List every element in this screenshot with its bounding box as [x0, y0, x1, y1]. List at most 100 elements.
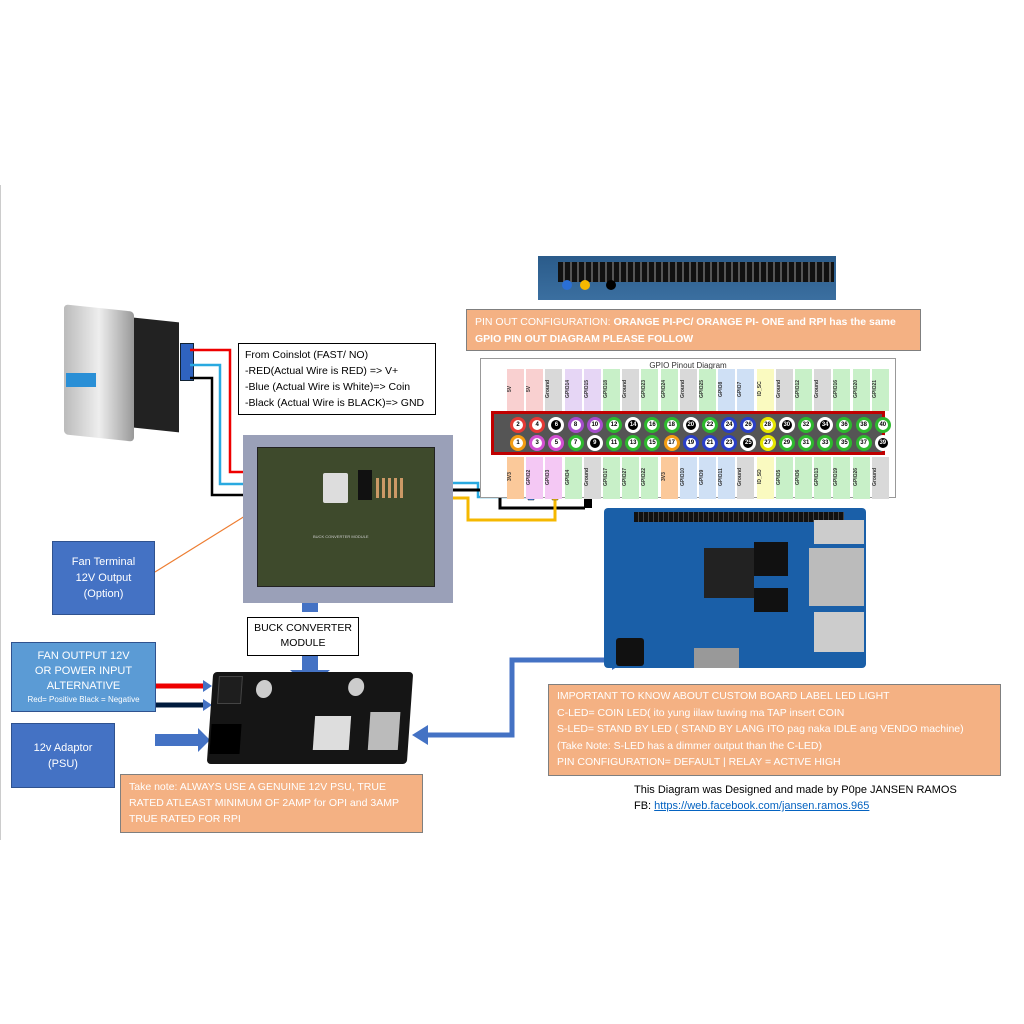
- pinout-note-bold: ORANGE PI-PC/ ORANGE PI- ONE and RPI has…: [475, 316, 896, 345]
- pin-label: GPIO14: [564, 369, 582, 411]
- pin-label: GPIO17: [603, 457, 620, 499]
- pin-19: 19: [682, 435, 699, 451]
- pin-37: 37: [855, 435, 872, 451]
- black-wire: [190, 376, 268, 497]
- pin-label: GPIO4: [564, 457, 582, 499]
- pin-label: 5V: [507, 369, 524, 411]
- pin-2: 2: [510, 417, 526, 433]
- credit: This Diagram was Designed and made by P0…: [634, 782, 957, 814]
- pin-4: 4: [529, 417, 546, 433]
- pin-label: Ground: [737, 457, 755, 499]
- coinslot-title: From Coinslot (FAST/ NO): [245, 349, 369, 361]
- pin-label: GPIO25: [699, 369, 716, 411]
- orange-pi-board-photo: [604, 508, 866, 668]
- pin-1: 1: [510, 435, 526, 451]
- pin-label: Ground: [545, 369, 563, 411]
- credit-text: This Diagram was Designed and made by P0…: [634, 784, 957, 796]
- custom-board-photo: BUCK CONVERTER MODULE: [243, 435, 453, 603]
- led-note-line: PIN CONFIGURATION= DEFAULT | RELAY = ACT…: [557, 756, 841, 768]
- pin-10: 10: [586, 417, 603, 433]
- pin-3: 3: [529, 435, 546, 451]
- pin-29: 29: [778, 435, 795, 451]
- pin-13: 13: [625, 435, 642, 451]
- pin-32: 32: [798, 417, 814, 433]
- pin-17: 17: [663, 435, 680, 451]
- pin-31: 31: [798, 435, 814, 451]
- pin-label: Ground: [622, 369, 640, 411]
- pin-label: GPIO20: [852, 369, 870, 411]
- pin-25: 25: [740, 435, 757, 451]
- facebook-link[interactable]: https://web.facebook.com/jansen.ramos.96…: [654, 800, 870, 812]
- fan-terminal-line: Fan Terminal: [71, 556, 136, 568]
- pin-24: 24: [721, 417, 738, 433]
- led-note-line: S-LED= STAND BY LED ( STAND BY LANG ITO …: [557, 723, 964, 735]
- fan-output-line: OR POWER INPUT: [34, 665, 133, 677]
- fan-terminal-line: (Option): [83, 588, 124, 600]
- psu-note-text: Take note: ALWAYS USE A GENUINE 12V PSU,…: [129, 781, 399, 825]
- pin-label: GPIO27: [622, 457, 640, 499]
- pin-label: GPIO18: [603, 369, 620, 411]
- pin-38: 38: [855, 417, 872, 433]
- pin-label: GPIO11: [718, 457, 736, 499]
- adaptor-line: (PSU): [48, 757, 78, 770]
- pin-label: Ground: [775, 369, 793, 411]
- buck-converter-label: BUCK CONVERTER MODULE: [247, 617, 359, 656]
- fan-output-polarity: Red= Positive Black = Negative: [27, 695, 140, 704]
- pinout-note-prefix: PIN OUT CONFIGURATION:: [475, 316, 614, 328]
- coinslot-photo: [52, 298, 194, 448]
- pin-label: GPIO12: [795, 369, 812, 411]
- pin-label: 3V3: [507, 457, 524, 499]
- pin-label: GPIO24: [660, 369, 678, 411]
- pin-40: 40: [874, 417, 891, 433]
- frame-left-line: [0, 185, 1, 840]
- fan-output-line: FAN OUTPUT 12V: [37, 650, 130, 662]
- fan-output-box: FAN OUTPUT 12V OR POWER INPUT ALTERNATIV…: [11, 642, 156, 712]
- pin-30: 30: [778, 417, 795, 433]
- led-note-line: C-LED= COIN LED( ito yung iilaw tuwing m…: [557, 706, 845, 719]
- pin-21: 21: [702, 435, 718, 451]
- pin-12: 12: [606, 417, 622, 433]
- fan-terminal-box: Fan Terminal 12V Output (Option): [52, 541, 155, 615]
- fan-terminal-line: 12V Output: [75, 572, 132, 584]
- pin-35: 35: [836, 435, 853, 451]
- led-note-line: IMPORTANT TO KNOW ABOUT CUSTOM BOARD LAB…: [557, 690, 890, 702]
- gpio-header-photo: [538, 256, 836, 300]
- pin-label: GPIO7: [737, 369, 755, 411]
- pin-27: 27: [759, 435, 776, 451]
- pin-label: GPIO16: [833, 369, 851, 411]
- pin-14: 14: [625, 417, 642, 433]
- pin-label: GPIO2: [526, 457, 544, 499]
- pin-15: 15: [644, 435, 661, 451]
- fan-output-line: ALTERNATIVE: [46, 680, 121, 692]
- pin-label: 5V: [526, 369, 544, 411]
- pin-label: GPIO22: [641, 457, 659, 499]
- pinout-title: GPIO Pinout Diagram: [649, 361, 727, 370]
- pin-8: 8: [567, 417, 584, 433]
- pin-label: GPIO21: [871, 369, 889, 411]
- pin-label: GPIO9: [699, 457, 716, 499]
- buck-converter-photo: [206, 672, 414, 764]
- fb-label: FB:: [634, 800, 655, 812]
- coinslot-wiring-box: From Coinslot (FAST/ NO) -RED(Actual Wir…: [238, 343, 436, 415]
- pin-label: Ground: [583, 457, 601, 499]
- pin-label: GPIO19: [833, 457, 851, 499]
- led-note-line: (Take Note: S-LED has a dimmer output th…: [557, 739, 822, 752]
- pin-9: 9: [586, 435, 603, 451]
- gpio-black-wire: [415, 488, 585, 510]
- adaptor-box: 12v Adaptor (PSU): [11, 723, 115, 788]
- pin-label: GPIO8: [718, 369, 736, 411]
- pin-label: ID_SC: [756, 369, 774, 411]
- pin-26: 26: [740, 417, 757, 433]
- pin-16: 16: [644, 417, 661, 433]
- buck-label-line: MODULE: [280, 637, 326, 649]
- pin-label: GPIO15: [583, 369, 601, 411]
- pin-label: GPIO23: [641, 369, 659, 411]
- pin-6: 6: [548, 417, 565, 433]
- coinslot-line: -Black (Actual Wire is BLACK)=> GND: [245, 397, 425, 409]
- pin-label: Ground: [871, 457, 889, 499]
- pin-36: 36: [836, 417, 853, 433]
- pin-label: Ground: [679, 369, 697, 411]
- pin-28: 28: [759, 417, 776, 433]
